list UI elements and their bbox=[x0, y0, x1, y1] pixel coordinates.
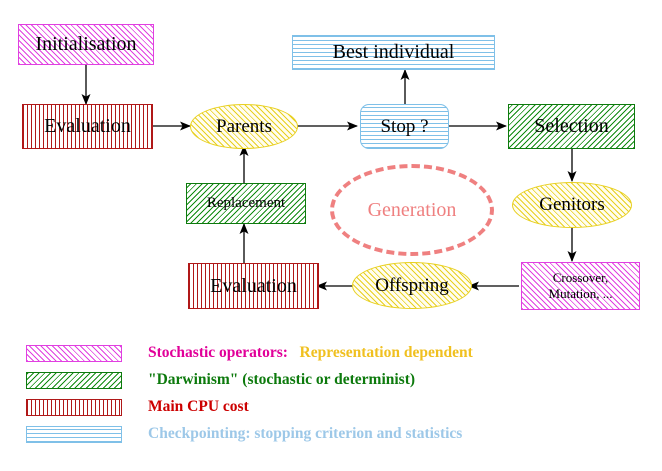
node-genitors-label: Genitors bbox=[539, 194, 605, 216]
legend-swatch-checkpointing bbox=[26, 425, 122, 443]
node-initialisation[interactable]: Initialisation bbox=[18, 24, 154, 65]
legend-row: Main CPU cost bbox=[26, 398, 249, 416]
node-best-individual-label: Best individual bbox=[332, 41, 455, 64]
node-stop-label: Stop ? bbox=[380, 115, 429, 137]
node-crossover-mutation-label: Crossover, Mutation, ... bbox=[548, 269, 613, 301]
node-generation-label: Generation bbox=[367, 198, 457, 221]
node-initialisation-label: Initialisation bbox=[35, 33, 137, 56]
node-offspring[interactable]: Offspring bbox=[352, 262, 472, 309]
legend-label-stochastic-operators: Stochastic operators: bbox=[148, 344, 288, 361]
legend-swatch-stochastic-operators bbox=[26, 344, 122, 362]
legend-row: Checkpointing: stopping criterion and st… bbox=[26, 425, 462, 443]
legend-swatch-main-cpu-cost bbox=[26, 398, 122, 416]
node-evaluation-bottom-label: Evaluation bbox=[210, 274, 297, 297]
node-selection[interactable]: Selection bbox=[508, 104, 635, 149]
node-evaluation-top-label: Evaluation bbox=[44, 115, 131, 138]
node-offspring-label: Offspring bbox=[375, 274, 449, 296]
legend-label-darwinism: "Darwinism" (stochastic or determinist) bbox=[148, 371, 416, 388]
legend-label-representation-dependent: Representation dependent bbox=[299, 344, 473, 361]
legend-row: Stochastic operators: Representation dep… bbox=[26, 344, 473, 362]
node-selection-label: Selection bbox=[534, 115, 609, 138]
node-best-individual[interactable]: Best individual bbox=[292, 35, 495, 70]
node-stop[interactable]: Stop ? bbox=[360, 104, 449, 149]
node-parents[interactable]: Parents bbox=[190, 104, 298, 149]
node-crossover-mutation[interactable]: Crossover, Mutation, ... bbox=[521, 262, 640, 310]
node-evaluation-top[interactable]: Evaluation bbox=[22, 104, 153, 149]
legend-row: "Darwinism" (stochastic or determinist) bbox=[26, 371, 415, 389]
legend-label-checkpointing: Checkpointing: stopping criterion and st… bbox=[148, 425, 463, 442]
node-parents-label: Parents bbox=[216, 115, 272, 137]
legend-swatch-darwinism bbox=[26, 371, 122, 389]
node-generation: Generation bbox=[330, 164, 494, 256]
node-replacement[interactable]: Replacement bbox=[186, 183, 306, 224]
node-genitors[interactable]: Genitors bbox=[512, 182, 632, 228]
node-evaluation-bottom[interactable]: Evaluation bbox=[188, 263, 319, 309]
node-replacement-label: Replacement bbox=[206, 194, 286, 211]
legend-label-main-cpu-cost: Main CPU cost bbox=[148, 398, 249, 415]
